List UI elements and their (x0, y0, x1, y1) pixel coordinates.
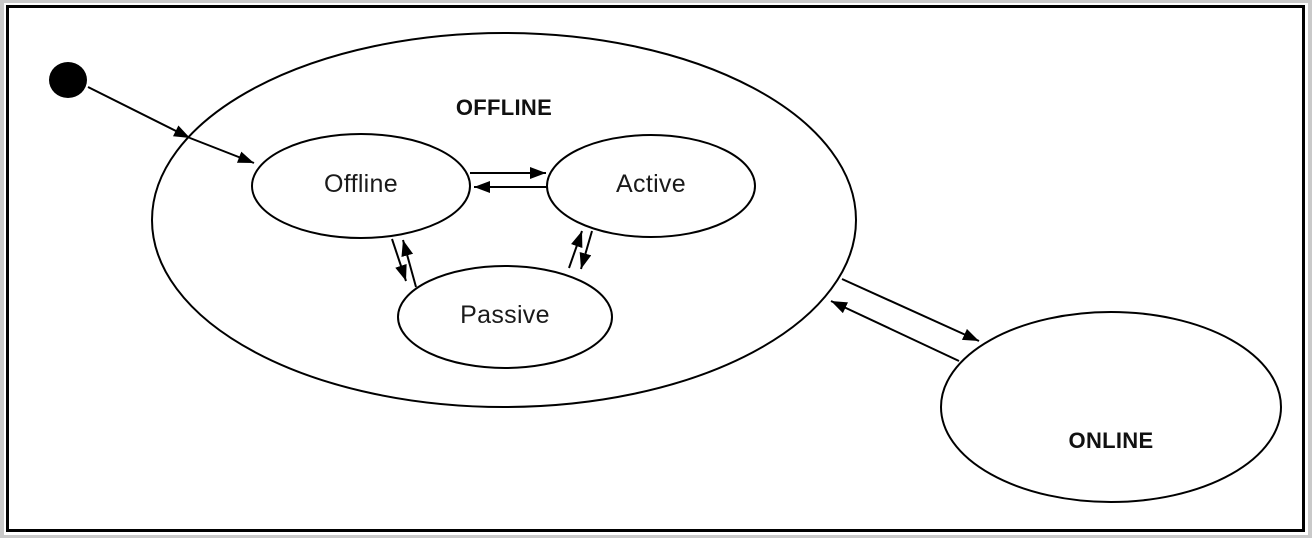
offline-substate-ellipse (251, 133, 471, 239)
passive-substate-label: Passive (460, 301, 550, 329)
transition-active-to-passive (579, 230, 593, 270)
active-substate-label: Active (616, 170, 686, 198)
offline-substate-label: Offline (324, 170, 398, 198)
transition-offline-to-passive (391, 238, 407, 282)
online-state-label: ONLINE (1069, 428, 1154, 453)
transition-online-to-offline-group (830, 300, 960, 362)
passive-substate-ellipse (397, 265, 613, 369)
online-state-ellipse (940, 311, 1282, 503)
offline-superstate-ellipse (151, 32, 857, 408)
transition-offline-group-to-online (841, 278, 980, 342)
transition-passive-to-offline (401, 239, 417, 288)
offline-superstate-label: OFFLINE (456, 95, 552, 120)
transition-initial-to-offline-boundary (87, 86, 191, 139)
transition-initial-to-offline (189, 137, 255, 164)
transition-passive-to-active (568, 230, 583, 269)
initial-state-dot (49, 62, 87, 98)
